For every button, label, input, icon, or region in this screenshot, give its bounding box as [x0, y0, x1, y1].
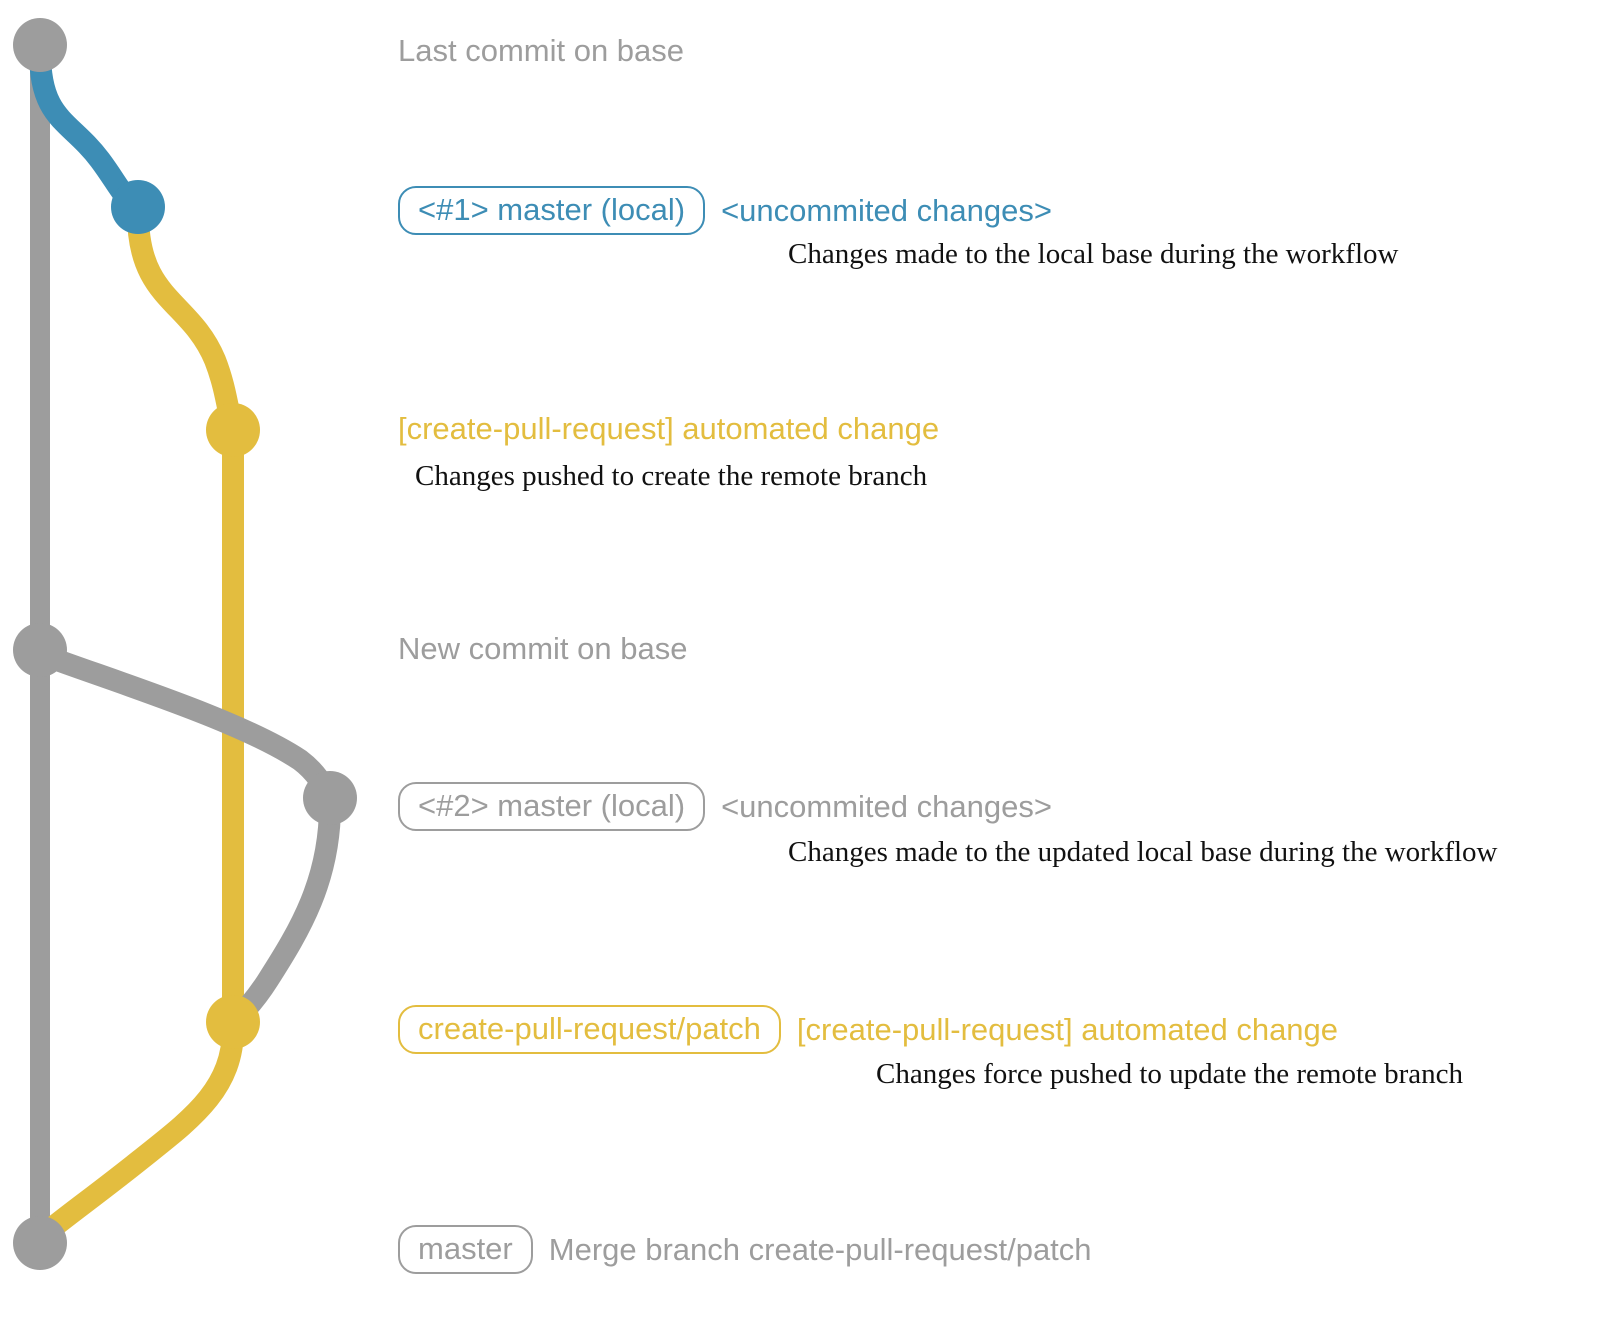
- row-master-local-1: <#1> master (local) <uncommited changes>: [398, 186, 1052, 235]
- branch-badge-master-local-2[interactable]: <#2> master (local): [398, 782, 706, 831]
- branch-badge-create-pull-request-patch[interactable]: create-pull-request/patch: [398, 1005, 781, 1054]
- headline-new-commit-on-base: New commit on base: [398, 631, 688, 666]
- commit-subject-master-local-2: <uncommited changes>: [721, 789, 1052, 824]
- edge-base-to-local-1: [29, 41, 149, 218]
- commit-node-automated-change-1[interactable]: [206, 403, 260, 457]
- commit-subject-automated-change-2: [create-pull-request] automated change: [796, 1012, 1339, 1047]
- headline-last-commit-on-base: Last commit on base: [398, 33, 685, 68]
- caption-master-local-2: Changes made to the updated local base d…: [788, 836, 1498, 868]
- commit-node-new-commit-on-base[interactable]: [13, 623, 67, 677]
- commit-node-master-local-1[interactable]: [111, 180, 165, 234]
- edge-remote-2-to-merge: [29, 1018, 244, 1249]
- edge-base-to-local-2: [35, 645, 341, 809]
- edge-local-1-to-remote-1: [127, 203, 244, 441]
- caption-automated-change-2: Changes force pushed to update the remot…: [876, 1058, 1464, 1090]
- caption-automated-change-1: Changes pushed to create the remote bran…: [415, 460, 928, 492]
- commit-node-merge-commit[interactable]: [13, 1216, 67, 1270]
- commit-node-automated-change-2[interactable]: [206, 995, 260, 1049]
- commit-node-last-commit-on-base[interactable]: [13, 18, 67, 72]
- row-master-local-2: <#2> master (local) <uncommited changes>: [398, 782, 1052, 831]
- commit-subject-master-local-1: <uncommited changes>: [721, 193, 1052, 228]
- commit-subject-merge-commit: Merge branch create-pull-request/patch: [548, 1232, 1092, 1267]
- commit-node-master-local-2[interactable]: [303, 771, 357, 825]
- branch-badge-master-local-1[interactable]: <#1> master (local): [398, 186, 706, 235]
- headline-automated-change-1: [create-pull-request] automated change: [398, 411, 940, 446]
- row-merge-commit: master Merge branch create-pull-request/…: [398, 1225, 1092, 1274]
- branch-badge-master[interactable]: master: [398, 1225, 533, 1274]
- edge-local-2-to-remote-2: [222, 794, 341, 1033]
- row-automated-change-2: create-pull-request/patch [create-pull-r…: [398, 1005, 1338, 1054]
- git-graph-svg: [13, 18, 357, 1270]
- caption-master-local-1: Changes made to the local base during th…: [788, 238, 1399, 270]
